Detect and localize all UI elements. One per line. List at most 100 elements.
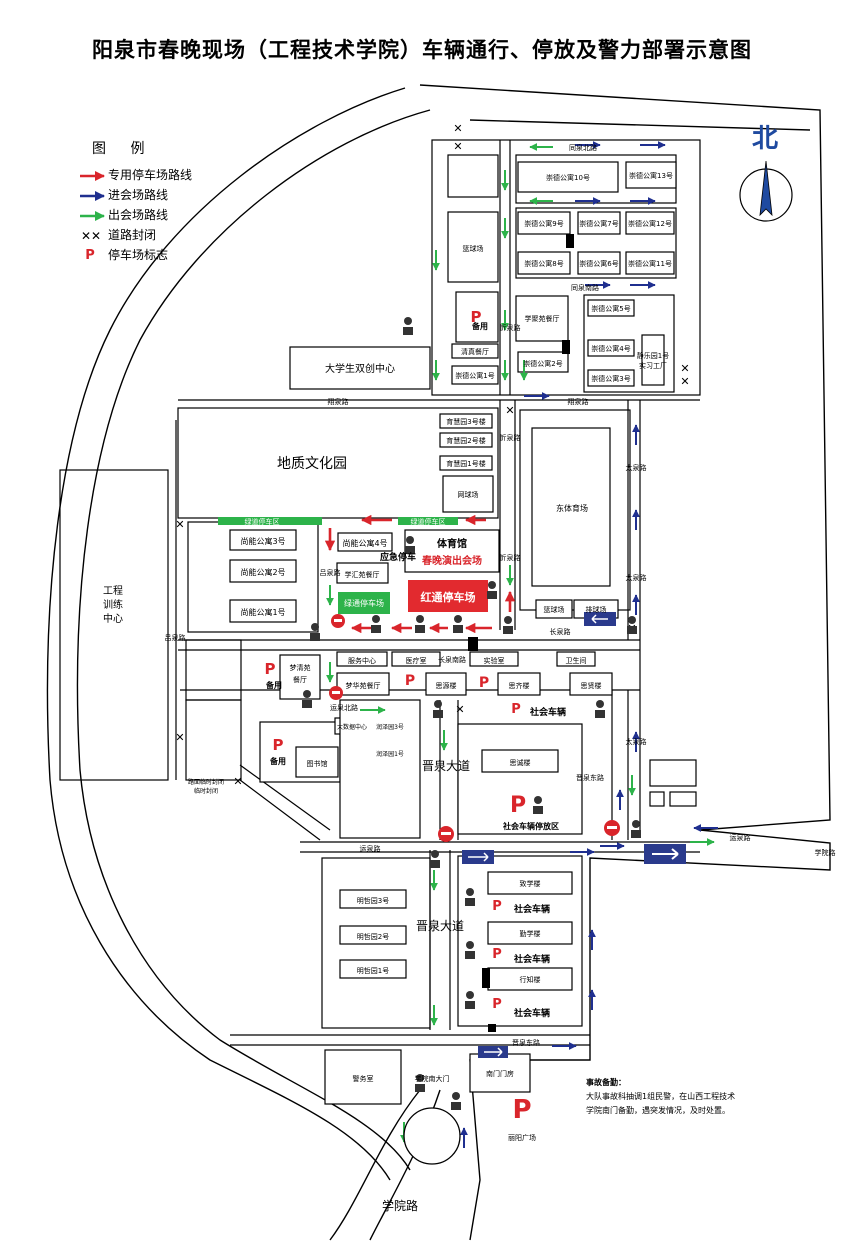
- road-xql3: 忻泉路: [500, 553, 521, 562]
- legend-row-blue: 进会场路线: [78, 184, 258, 204]
- label-b8: 崇德公寓8号: [524, 259, 563, 268]
- svg-text:P: P: [512, 1095, 531, 1125]
- emergency-line2: 学院南门备勤，遇突发情况，及时处置。: [586, 1106, 730, 1115]
- label-b12: 崇德公寓12号: [628, 219, 672, 228]
- road-labels: 同泉北路 同泉南路 忻泉路 忻泉路 忻泉路 翔泉路 翔泉路 太泉路 太泉路 太泉…: [165, 143, 836, 1213]
- label-wq: 网球场: [458, 490, 479, 499]
- label-qx: 勤学楼: [520, 929, 541, 938]
- label-b2: 崇德公寓2号: [523, 359, 562, 368]
- label-lygc: 丽阳广场: [508, 1133, 536, 1142]
- label-gc: 工程: [103, 585, 123, 597]
- road-jqdd2: 晋泉大道: [416, 919, 464, 933]
- svg-text:✕: ✕: [505, 404, 514, 417]
- road-tql3: 太泉路: [626, 737, 647, 746]
- label-sh3: 社会车辆: [513, 953, 550, 965]
- label-b6: 崇德公寓6号: [579, 259, 618, 268]
- label-ct: 餐厅: [293, 675, 307, 684]
- road-jqdl2: 晋泉东路: [512, 1038, 540, 1047]
- label-sxgc: 实习工厂: [639, 361, 667, 370]
- label-xl: 训练: [103, 598, 123, 611]
- label-b3: 崇德公寓3号: [591, 374, 630, 383]
- road-jqdd1: 晋泉大道: [422, 759, 470, 773]
- label-b10: 崇德公寓10号: [546, 173, 590, 182]
- label-zx: 中心: [103, 612, 123, 625]
- roundabout: [403, 1107, 461, 1165]
- label-b5: 崇德公寓5号: [591, 304, 630, 313]
- north-arrow-icon: [739, 160, 793, 222]
- legend-label-p: 停车场标志: [108, 247, 169, 262]
- label-xhy: 学汇苑餐厅: [345, 570, 380, 579]
- label-sn2: 尚能公寓2号: [240, 567, 285, 577]
- label-qzct: 清真餐厅: [461, 347, 489, 356]
- svg-text:P: P: [492, 947, 502, 962]
- label-b11: 崇德公寓11号: [628, 259, 672, 268]
- hongtong-parking-box: [408, 580, 488, 612]
- label-tyg: 体育馆: [437, 537, 467, 550]
- red-routes: [324, 514, 516, 634]
- legend-row-closed: 道路封闭: [78, 224, 258, 244]
- building-labels: 崇德公寓10号 崇德公寓13号 崇德公寓9号 崇德公寓7号 崇德公寓12号 崇德…: [103, 171, 673, 1142]
- svg-text:P: P: [405, 673, 415, 689]
- label-tsg: 图书馆: [307, 759, 328, 768]
- label-xjy: 学聚苑餐厅: [525, 314, 560, 323]
- svg-text:P: P: [511, 702, 521, 717]
- legend-label-red: 专用停车场路线: [108, 167, 193, 182]
- label-hong: 红通停车场: [421, 590, 476, 604]
- label-zx2: 致学楼: [520, 879, 541, 888]
- label-lbtcq3: 绿道停车区: [411, 517, 446, 526]
- road-yql: 运泉路: [360, 844, 381, 853]
- label-cwyc: 春晚演出会场: [422, 554, 482, 567]
- legend-title: 图 例: [92, 141, 155, 157]
- road-tqbl: 同泉北路: [569, 143, 597, 152]
- label-mz1: 明哲园1号: [357, 966, 389, 975]
- svg-text:P: P: [492, 899, 502, 914]
- label-shtfq: 社会车辆停放区: [502, 821, 559, 831]
- label-lbtcq: 绿通停车场: [344, 598, 384, 608]
- legend-label-closed: 道路封闭: [108, 227, 157, 242]
- label-ws: 卫生间: [566, 656, 587, 665]
- road-cqnl: 长泉南路: [438, 655, 466, 664]
- label-sy2: 思源楼: [436, 681, 457, 690]
- label-nmm: 南门门房: [486, 1069, 514, 1078]
- label-sh4: 社会车辆: [513, 1007, 550, 1019]
- label-basket: 篮球场: [463, 244, 484, 253]
- label-mz3: 明哲园3号: [357, 896, 389, 905]
- lvtong-parking-box: [338, 592, 390, 614]
- label-sn3: 尚能公寓3号: [240, 536, 285, 546]
- svg-text:✕: ✕: [680, 375, 689, 388]
- label-spare3: 备用: [269, 756, 286, 766]
- north-indicator: 北: [740, 118, 790, 155]
- map-title: 阳泉市春晚现场（工程技术学院）车辆通行、停放及警力部署示意图: [92, 38, 752, 62]
- label-dzwhy: 地质文化园: [277, 456, 347, 472]
- road-yql2: 运泉路: [730, 833, 751, 842]
- label-yh3: 育慧园3号楼: [446, 417, 485, 426]
- green-band-2: [398, 517, 458, 525]
- emergency-note: 事故备勤： 大队事故科抽调1组民警，在山西工程技术 学院南门备勤，遇突发情况，及…: [586, 1076, 786, 1118]
- road-jqdl: 晋泉东路: [576, 773, 604, 782]
- label-sq: 思齐楼: [509, 681, 530, 690]
- label-sc: 思诚楼: [510, 758, 531, 767]
- svg-text:P: P: [471, 308, 482, 326]
- road-tql: 太泉路: [626, 463, 647, 472]
- label-lj2: 润泽园1号: [376, 750, 404, 758]
- label-dtyc: 东体育场: [556, 503, 588, 513]
- svg-text:✕: ✕: [233, 775, 242, 788]
- svg-text:✕: ✕: [453, 140, 462, 153]
- label-sx: 思贤楼: [581, 681, 602, 690]
- label-fw: 服务中心: [348, 656, 376, 665]
- emergency-title: 事故备勤：: [586, 1078, 626, 1087]
- north-label: 北: [751, 124, 778, 154]
- road-yqbl: 运泉北路: [330, 703, 358, 712]
- legend: 图 例 专用停车场路线 进会场路线 出会场路线 道路封闭 停车场标志: [78, 138, 258, 264]
- road-tql2: 太泉路: [626, 573, 647, 582]
- direction-signs: [462, 612, 686, 1058]
- svg-text:P: P: [510, 793, 526, 818]
- legend-row-p: 停车场标志: [78, 244, 258, 264]
- police-officer-icons: [302, 317, 641, 1110]
- label-xz: 行知楼: [520, 975, 541, 984]
- road-cql: 长泉路: [550, 627, 571, 636]
- label-mhy2: 梦华苑餐厅: [346, 681, 381, 690]
- road-yjtc: 应急停车: [380, 551, 416, 563]
- label-dqzx: 大数据中心: [337, 723, 367, 731]
- svg-text:✕: ✕: [455, 703, 464, 716]
